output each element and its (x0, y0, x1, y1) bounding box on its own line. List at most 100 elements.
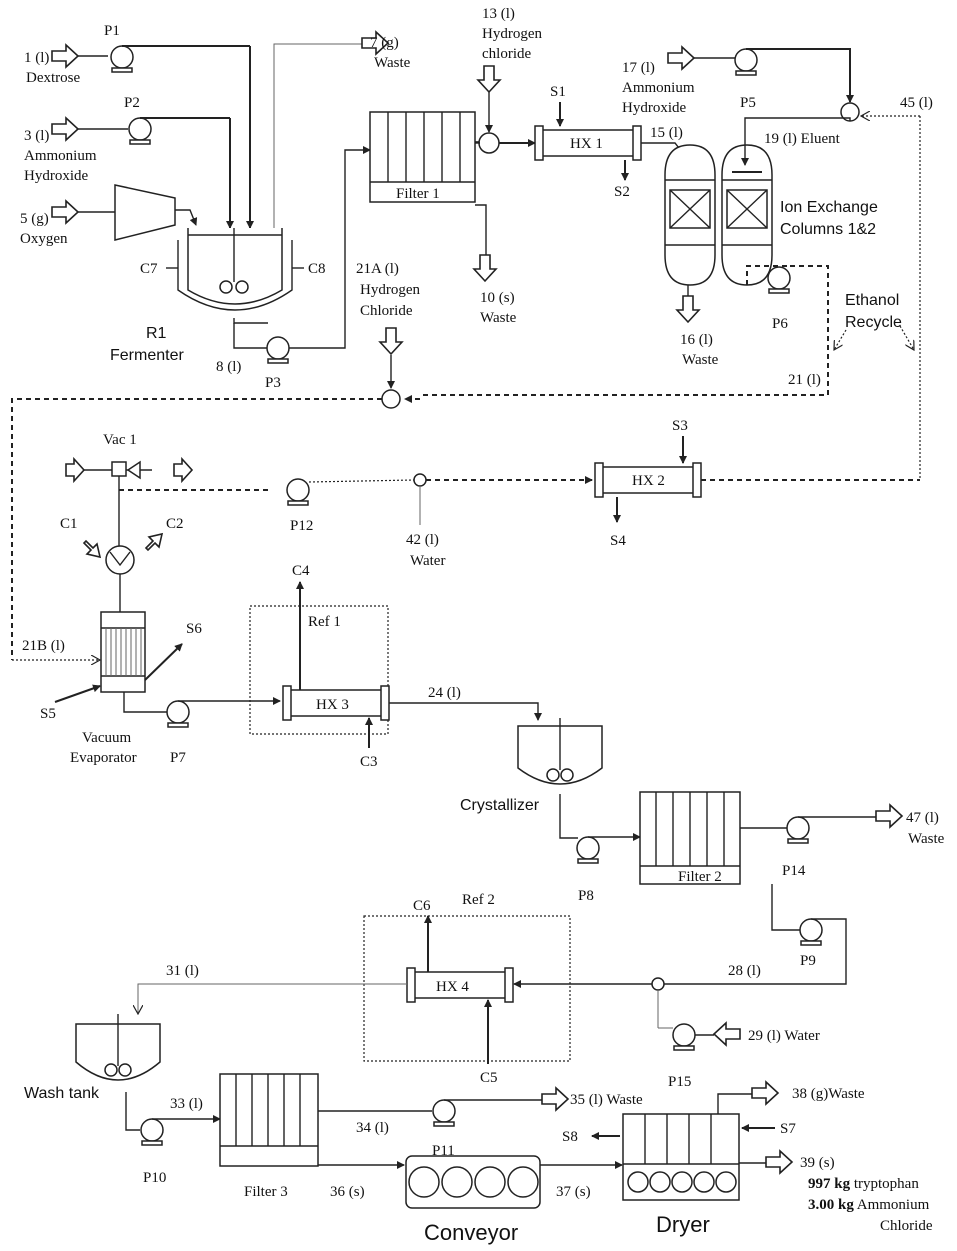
fermenter-r1[interactable]: C7 C8 R1 Fermenter (110, 228, 326, 364)
dryer[interactable]: Dryer S8 S7 38 (g)Waste 39 (s) (562, 1080, 865, 1237)
svg-text:8 (l): 8 (l) (216, 359, 241, 375)
svg-text:P12: P12 (290, 518, 313, 534)
svg-text:Conveyor: Conveyor (424, 1220, 518, 1245)
pump-p7[interactable]: P7 (123, 692, 281, 766)
svg-text:Crystallizer: Crystallizer (460, 797, 540, 814)
svg-text:1 (l): 1 (l) (24, 50, 49, 66)
svg-text:Ref 1: Ref 1 (308, 614, 341, 630)
svg-text:15 (l): 15 (l) (650, 125, 683, 141)
pump-p10[interactable]: P10 33 (l) (125, 1092, 221, 1186)
pump-p2[interactable]: P2 (124, 95, 234, 229)
svg-text:Waste: Waste (682, 352, 719, 368)
pump-icon (767, 266, 791, 290)
feed-hydrogen-chloride-13: 13 (l) Hydrogen chloride (476, 6, 542, 154)
pump-p14[interactable]: P14 47 (l) Waste (740, 803, 945, 879)
svg-text:P6: P6 (772, 316, 788, 332)
svg-text:24 (l): 24 (l) (428, 685, 461, 701)
vacuum-evaporator[interactable]: C1 C2 21B (l) S5 S6 Vacuum Evaporator (12, 516, 202, 766)
pump-p5[interactable]: P5 19 (l) Eluent 45 (l) (734, 48, 933, 480)
vacuum-system-vac1[interactable]: Vac 1 (65, 432, 272, 548)
svg-text:Waste: Waste (374, 55, 411, 71)
compressor-icon[interactable] (114, 184, 176, 241)
svg-text:C6: C6 (413, 898, 431, 914)
pump-icon (786, 816, 810, 840)
impeller-icon (546, 768, 560, 782)
pump-icon (110, 45, 134, 69)
pump-p8[interactable]: P8 (559, 794, 641, 904)
svg-text:P2: P2 (124, 95, 140, 111)
wash-tank[interactable]: Wash tank (24, 1014, 161, 1102)
svg-text:P10: P10 (143, 1170, 166, 1186)
pump-icon (799, 918, 823, 942)
mixer-icon[interactable] (381, 389, 401, 409)
svg-text:13 (l): 13 (l) (482, 6, 515, 22)
svg-text:R1: R1 (146, 325, 167, 342)
svg-text:Oxygen: Oxygen (20, 231, 68, 247)
heat-exchanger-hx2[interactable]: HX 2 S3 S4 (594, 418, 920, 549)
svg-text:P1: P1 (104, 23, 120, 39)
svg-text:Dryer: Dryer (656, 1212, 710, 1237)
heat-exchanger-hx4[interactable]: HX 4 31 (l) (138, 963, 652, 1014)
svg-text:Fermenter: Fermenter (110, 347, 184, 364)
svg-text:Ethanol: Ethanol (845, 292, 899, 309)
svg-text:P11: P11 (432, 1143, 455, 1159)
svg-text:HX 3: HX 3 (316, 697, 349, 713)
svg-text:P9: P9 (800, 953, 816, 969)
pump-p11[interactable]: 34 (l) P11 35 (l) Waste (318, 1086, 643, 1159)
svg-text:34 (l): 34 (l) (356, 1120, 389, 1136)
svg-text:Evaporator: Evaporator (70, 750, 137, 766)
svg-text:C2: C2 (166, 516, 184, 532)
svg-text:S4: S4 (610, 533, 626, 549)
filter-2[interactable]: Filter 2 (639, 791, 741, 885)
pump-icon (266, 336, 290, 360)
svg-text:21B (l): 21B (l) (22, 638, 65, 654)
pump-p3[interactable]: 8 (l) P3 (216, 146, 371, 391)
feed-oxygen: 5 (g) Oxygen (20, 184, 198, 247)
refrigeration-ref1[interactable]: Ref 1 C4 C3 (249, 563, 389, 770)
pump-icon (286, 478, 310, 502)
inlet-arrow-icon (51, 43, 80, 69)
refrigeration-ref2[interactable]: Ref 2 C6 C5 (363, 892, 571, 1086)
inlet-arrow-icon (378, 327, 404, 356)
impeller-icon (219, 280, 233, 294)
inlet-arrow-icon (667, 45, 696, 71)
filter-3[interactable]: Filter 3 (219, 1073, 319, 1200)
svg-text:Vac 1: Vac 1 (103, 432, 137, 448)
feed-ammonium-hydroxide-17: 17 (l) Ammonium Hydroxide (622, 45, 735, 116)
inlet-arrow-icon (51, 116, 80, 142)
heat-exchanger-hx1[interactable]: HX 1 S1 S2 15 (l) (534, 84, 693, 200)
inlet-arrow-icon (712, 1021, 741, 1047)
ion-exchange-column-1[interactable]: 16 (l) Waste (664, 144, 719, 368)
pump-p6[interactable]: P6 Ethanol Recycle 21 (l) (404, 265, 914, 403)
mixer-icon[interactable] (651, 977, 665, 991)
pump-icon (128, 117, 152, 141)
svg-text:Hydrogen: Hydrogen (482, 26, 542, 42)
pump-p9[interactable]: P9 28 (l) (651, 884, 847, 991)
svg-text:Waste: Waste (480, 310, 517, 326)
svg-text:Ammonium: Ammonium (24, 148, 97, 164)
outlet-arrow-icon (751, 1080, 780, 1106)
svg-text:47 (l): 47 (l) (906, 810, 939, 826)
svg-text:Wash tank: Wash tank (24, 1085, 100, 1102)
mixer-icon[interactable] (413, 473, 427, 487)
conveyor[interactable]: 36 (s) Conveyor 37 (s) (318, 1155, 623, 1245)
impeller-icon (104, 1063, 118, 1077)
heat-exchanger-hx3[interactable]: HX 3 24 (l) (282, 685, 542, 721)
pump-p15[interactable]: P15 29 (l) Water (657, 990, 820, 1090)
svg-text:45 (l): 45 (l) (900, 95, 933, 111)
svg-text:38 (g)Waste: 38 (g)Waste (792, 1086, 865, 1102)
svg-text:HX 1: HX 1 (570, 136, 603, 152)
svg-text:19 (l) Eluent: 19 (l) Eluent (764, 131, 841, 147)
filter-1[interactable]: Filter 1 10 (s) Waste (369, 111, 517, 326)
svg-text:C3: C3 (360, 754, 378, 770)
svg-text:Filter 1: Filter 1 (396, 186, 440, 202)
svg-text:C5: C5 (480, 1070, 498, 1086)
outlet-arrow-icon (361, 30, 390, 56)
ion-exchange-column-2[interactable]: Ion Exchange Columns 1&2 (721, 144, 878, 286)
svg-text:29 (l) Water: 29 (l) Water (748, 1028, 820, 1044)
pump-p12[interactable]: P12 42 (l) Water (286, 473, 593, 569)
crystallizer[interactable]: Crystallizer (460, 718, 603, 814)
mixer-icon[interactable] (478, 132, 500, 154)
pump-p1[interactable]: P1 (104, 23, 254, 229)
svg-text:37 (s): 37 (s) (556, 1184, 591, 1200)
